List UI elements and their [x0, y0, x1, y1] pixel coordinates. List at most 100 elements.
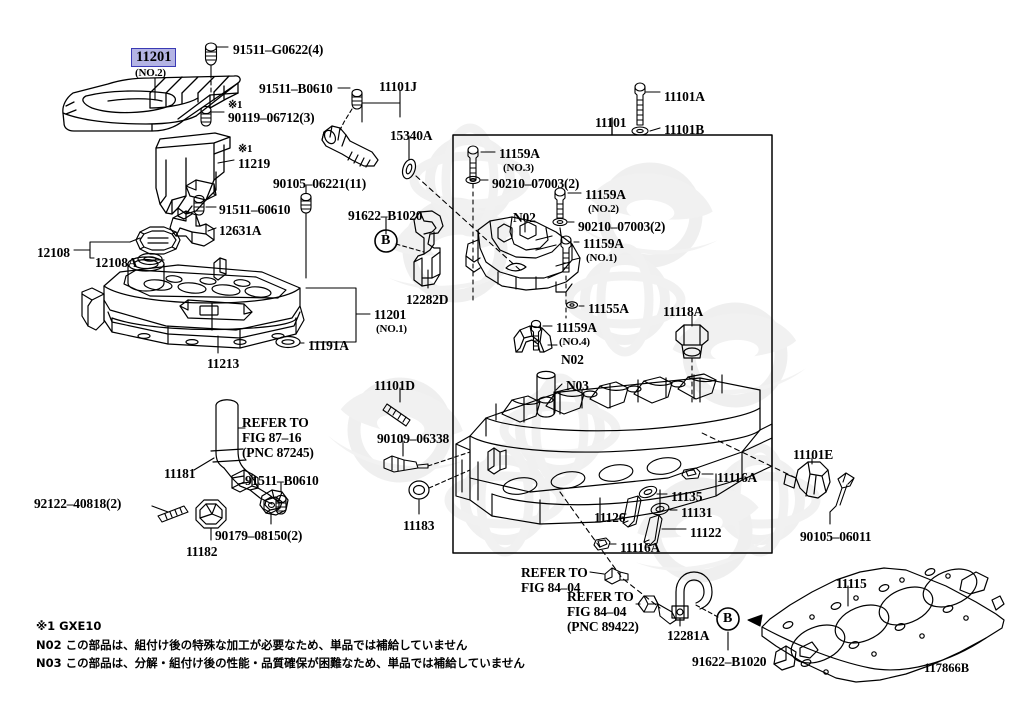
part-label-l-11116A-upper[interactable]: 11116A [717, 470, 758, 485]
part-label-l-11183[interactable]: 11183 [403, 518, 435, 533]
part-label-l-N02-mid[interactable]: N02 [561, 352, 584, 367]
part-label-l-11101[interactable]: 11101 [595, 115, 627, 130]
part-label-l-11182[interactable]: 11182 [186, 544, 218, 559]
part-label-l-11115[interactable]: 11115 [836, 576, 867, 591]
part-label-l-11101B[interactable]: 11101B [664, 122, 705, 137]
part-11122-sleeve [643, 514, 663, 547]
part-label-l-90105-06011[interactable]: 90105–06011 [800, 529, 872, 544]
part-label-l-11116A-lower[interactable]: 11116A [620, 540, 661, 555]
part-11135-seal [638, 485, 658, 499]
part-11159A-no1-bolt [560, 235, 572, 273]
part-label-l-91511-60610[interactable]: 91511–60610 [219, 202, 291, 217]
part-label-l-15340A[interactable]: 15340A [390, 128, 433, 143]
diagram-id: 117866B [924, 661, 970, 675]
part-label-l-11159A-2[interactable]: 11159A [585, 187, 626, 202]
part-label-l-12108A[interactable]: 12108A [95, 255, 138, 270]
part-15340A-ocv-valve [321, 125, 379, 168]
part-label-l-11201-no1-sub[interactable]: (NO.1) [376, 323, 407, 335]
part-label-l-92122-40818[interactable]: 92122–40818(2) [34, 496, 122, 511]
part-90210-07003-washer-b [552, 217, 568, 227]
footnote-n02: N02 この部品は、組付け後の特殊な加工が必要なため、単品では補給していません [36, 638, 468, 652]
part-label-l-refer-84-04-b2[interactable]: FIG 84–04 [567, 604, 627, 619]
part-11181-hose [210, 399, 277, 505]
part-label-l-90109-06338[interactable]: 90109–06338 [377, 431, 450, 446]
part-label-l-90210-07003-b[interactable]: 90210–07003(2) [578, 219, 666, 234]
part-label-l-11213[interactable]: 11213 [207, 356, 240, 371]
part-label-l-refer-87-16-3[interactable]: (PNC 87245) [242, 445, 314, 460]
part-label-l-90210-07003-a[interactable]: 90210–07003(2) [492, 176, 580, 191]
part-11159A-no3-bolt [467, 145, 479, 181]
part-12281A-hanger [671, 571, 713, 621]
footnote-star1: ※1 GXE10 [36, 619, 102, 633]
part-92122-40818-pin [157, 505, 189, 523]
part-label-l-11159A-1[interactable]: 11159A [583, 236, 624, 251]
part-90179-08150-nut [263, 496, 280, 514]
part-11159A-no2-bolt [554, 187, 566, 219]
part-90109-06338-bolt [383, 455, 429, 473]
part-11191A-seal [275, 335, 301, 349]
part-label-l-star1-90119[interactable]: ※1 [228, 99, 243, 111]
part-label-l-refer-84-04-a1[interactable]: REFER TO [521, 565, 588, 580]
part-label-l-91622-B1020-low[interactable]: 91622–B1020 [692, 654, 767, 669]
part-label-l-refer-84-04-b3[interactable]: (PNC 89422) [567, 619, 639, 634]
part-label-l-11101J[interactable]: 11101J [379, 79, 417, 94]
part-label-l-12281A[interactable]: 12281A [667, 628, 710, 643]
part-91511-60610-bolt [193, 194, 205, 216]
part-label-l-11122[interactable]: 11122 [690, 525, 722, 540]
part-label-l-11159A-4[interactable]: 11159A [556, 320, 597, 335]
part-11115-head-gasket [761, 567, 1005, 683]
part-label-l-11201-no1[interactable]: 11201 [374, 307, 407, 322]
part-91511-G0622-bolt [204, 42, 218, 75]
part-label-l-11159A-3-no[interactable]: (NO.3) [503, 162, 534, 174]
part-label-l-11101A[interactable]: 11101A [664, 89, 705, 104]
part-label-l-11159A-2-no[interactable]: (NO.2) [588, 203, 619, 215]
part-label-l-11101E[interactable]: 11101E [793, 447, 834, 462]
part-label-l-90119-06712[interactable]: 90119–06712(3) [228, 110, 315, 125]
part-label-l-11118A[interactable]: 11118A [663, 304, 704, 319]
part-label-l-11191A[interactable]: 11191A [308, 338, 349, 353]
part-11101A-head-bolt [634, 82, 646, 126]
part-label-l-91511-G0622[interactable]: 91511–G0622(4) [233, 42, 324, 57]
part-label-l-12282D[interactable]: 12282D [406, 292, 449, 307]
part-label-l-12108[interactable]: 12108 [37, 245, 70, 260]
part-90119-06712-bolt [200, 105, 212, 127]
highlighted-part-number[interactable]: 11201 [131, 48, 177, 67]
part-11159A-no4-bolt [530, 319, 542, 351]
part-label-l-91622-B1020-top[interactable]: 91622–B1020 [348, 208, 423, 223]
part-label-l-11135[interactable]: 11135 [671, 489, 703, 504]
part-label-l-refer-84-04-a2[interactable]: FIG 84–04 [521, 580, 581, 595]
part-label-l-11126[interactable]: 11126 [594, 510, 626, 525]
part-label-l-11181[interactable]: 11181 [164, 466, 196, 481]
part-11101B-washer [631, 126, 649, 136]
part-label-l-star1-11219[interactable]: ※1 [238, 143, 253, 155]
part-label-l-12631A[interactable]: 12631A [219, 223, 262, 238]
part-label-l-refer-84-04-b1[interactable]: REFER TO [567, 589, 634, 604]
part-11201-no2-cover [62, 75, 241, 132]
part-label-l-11101D[interactable]: 11101D [374, 378, 415, 393]
part-label-l-90179-08150[interactable]: 90179–08150(2) [215, 528, 303, 543]
highlighted-part-suffix: (NO.2) [135, 67, 166, 79]
part-label-l-90105-06221[interactable]: 90105–06221(11) [273, 176, 366, 191]
circle-ref-letter-b-low: B [723, 611, 733, 626]
part-label-l-refer-87-16-2[interactable]: FIG 87–16 [242, 430, 302, 445]
refer-84-04-bolt [604, 567, 629, 585]
part-11116A-seal-lower [593, 537, 611, 551]
part-label-l-N03[interactable]: N03 [566, 378, 589, 393]
part-90105-06011-bolt [829, 472, 855, 513]
part-label-l-11155A[interactable]: 11155A [588, 301, 629, 316]
part-11201-no1-head-cover [81, 256, 305, 349]
footnote-n03: N03 この部品は、分解・組付け後の性能・品質確保が困難なため、単品では補給して… [36, 656, 525, 670]
part-label-l-N02-top[interactable]: N02 [513, 210, 536, 225]
part-label-l-11159A-4-no[interactable]: (NO.4) [559, 336, 590, 348]
part-label-l-refer-87-16-1[interactable]: REFER TO [242, 415, 309, 430]
part-label-l-91511-B0610-top[interactable]: 91511–B0610 [259, 81, 333, 96]
part-label-l-11159A-3[interactable]: 11159A [499, 146, 540, 161]
part-label-l-11159A-1-no[interactable]: (NO.1) [586, 252, 617, 264]
part-11101-cylinder-head [455, 373, 773, 525]
part-11118A-plug [675, 324, 709, 359]
part-label-l-91511-B0610-low[interactable]: 91511–B0610 [245, 473, 319, 488]
part-label-l-11219[interactable]: 11219 [238, 156, 271, 171]
part-12631A-bracket-2 [185, 179, 217, 201]
part-label-l-11131[interactable]: 11131 [681, 505, 713, 520]
